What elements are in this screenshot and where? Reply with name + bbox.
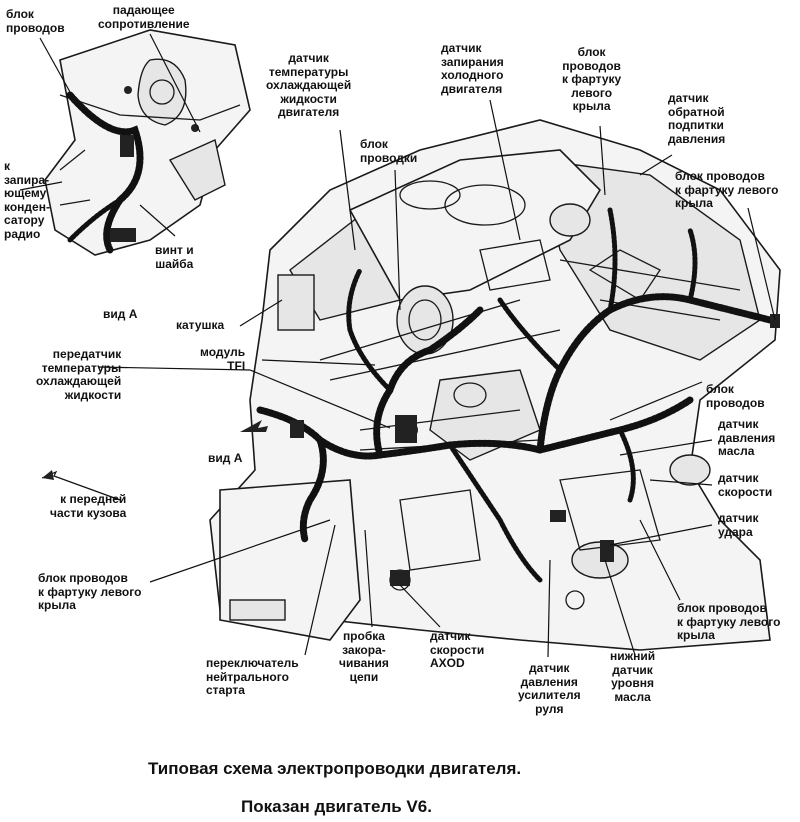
label-axod-speed-sensor: датчик скорости AXOD (430, 629, 485, 670)
label-chain-plug: пробка закора- чивания цепи (339, 629, 389, 684)
leader-lines (97, 99, 776, 658)
engine-block (41, 119, 781, 651)
label-coolant-temp-sensor: датчик температуры охлаждающей жидкости … (266, 51, 352, 119)
label-wiring-block-top: блок проводки (360, 137, 418, 165)
label-wire-block-left-fender-top: блок проводов к фартуку левого крыла (562, 45, 622, 113)
view-a-inset (19, 29, 251, 256)
label-view-a-arrow: вид А (208, 451, 243, 465)
label-wire-block-a: блок проводов (6, 7, 65, 35)
label-coil: катушка (176, 318, 225, 332)
label-back-pressure-sensor: датчик обратной подпитки давления (668, 91, 726, 146)
label-to-radio-capacitor: к запира- ющему конден- сатору радио (4, 159, 50, 241)
label-wire-block-right: блок проводов (706, 382, 765, 410)
label-screw-washer: винт и шайба (155, 243, 194, 271)
label-speed-sensor: датчик скорости (718, 471, 773, 499)
label-to-body-front: к передней части кузова (50, 492, 127, 520)
label-wire-block-left-fender-right: блок проводов к фартуку левого крыла (675, 169, 779, 210)
label-oil-pressure-sensor: датчик давления масла (718, 417, 776, 458)
caption-title: Типовая схема электропроводки двигателя. (148, 759, 522, 778)
label-steering-pressure-sensor: датчик давления усилителя руля (518, 661, 581, 716)
label-neutral-start-switch: переключатель нейтрального старта (206, 656, 299, 697)
label-drop-resistor: падающее сопротивление (98, 3, 190, 31)
label-tfi-module: модуль TFI (200, 345, 246, 373)
label-view-a-title: вид А (103, 307, 138, 321)
label-wire-block-left-fender-left: блок проводов к фартуку левого крыла (38, 571, 142, 612)
label-wire-block-left-fender-bottom: блок проводов к фартуку левого крыла (677, 601, 781, 642)
caption-subtitle: Показан двигатель V6. (241, 797, 432, 816)
label-knock-sensor: датчик удара (718, 511, 759, 539)
label-cold-lock-sensor: датчик запирания холодного двигателя (441, 41, 504, 96)
label-lower-oil-level-sensor: нижний датчик уровня масла (610, 649, 656, 704)
label-coolant-temp-sender: передатчик температуры охлаждающей жидко… (36, 347, 122, 402)
